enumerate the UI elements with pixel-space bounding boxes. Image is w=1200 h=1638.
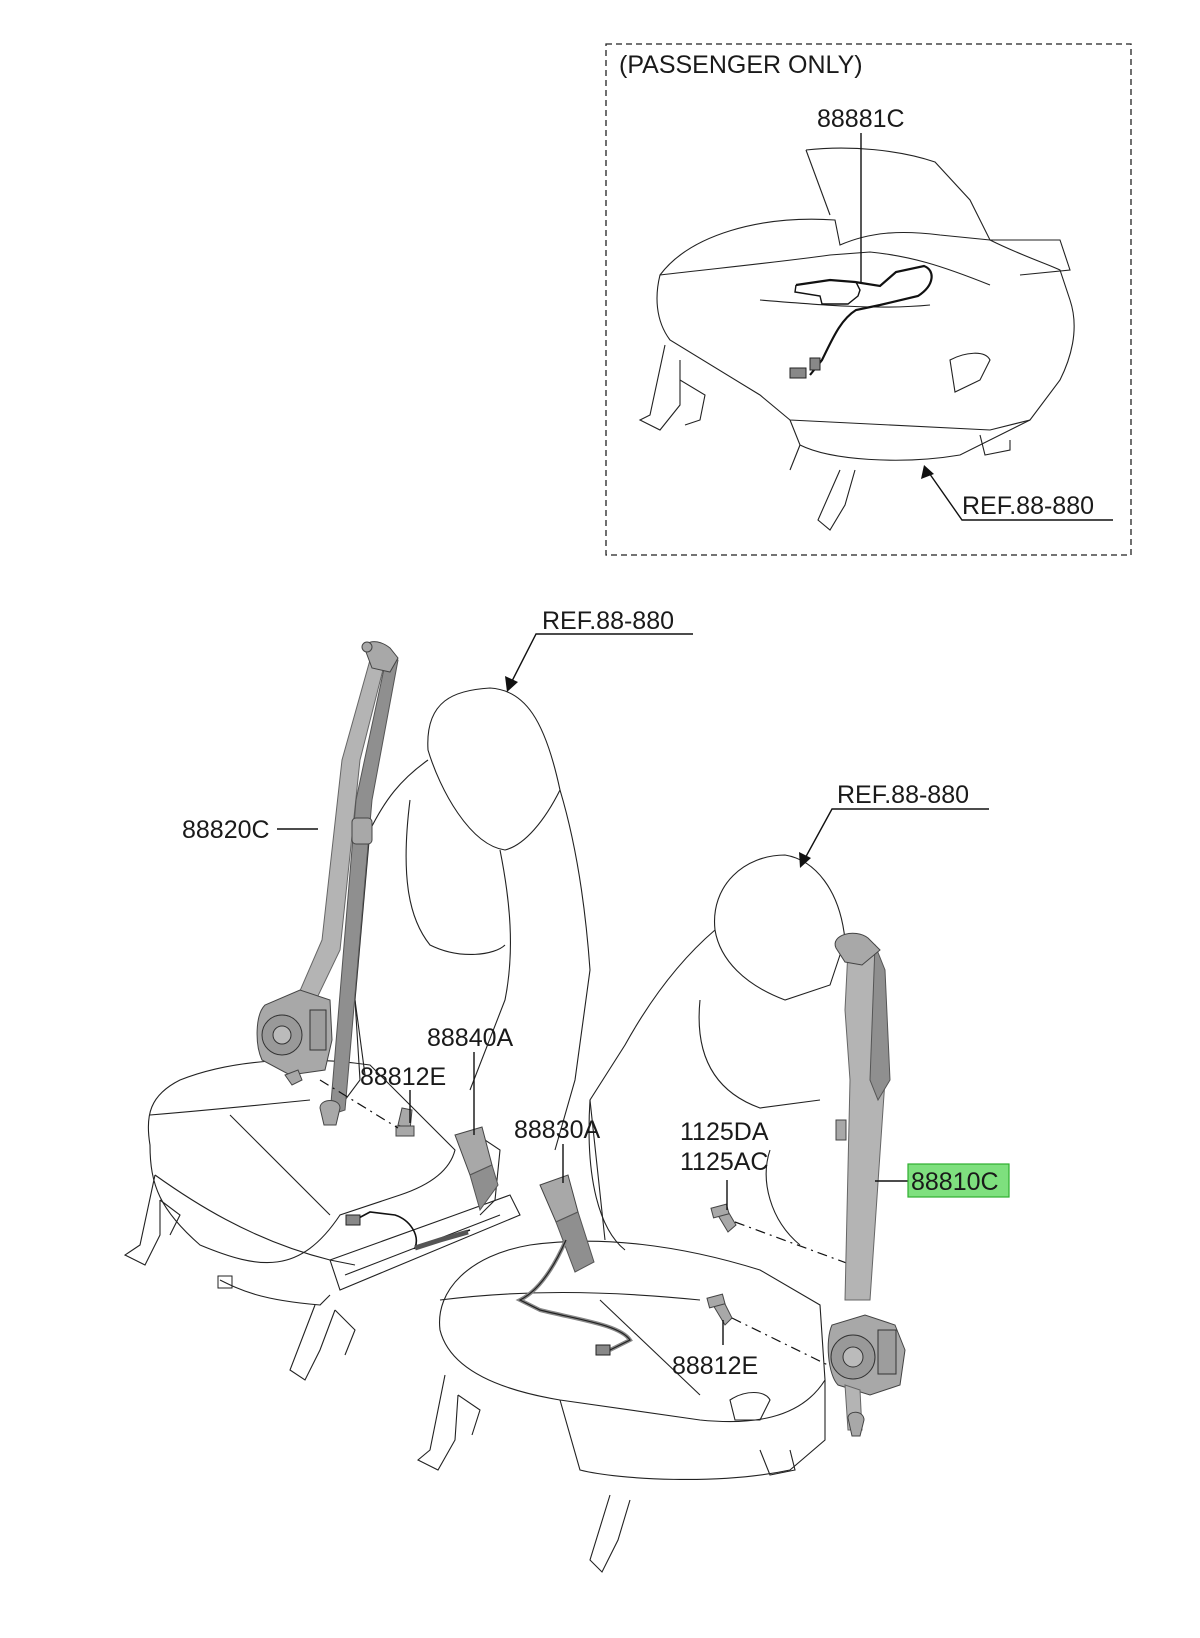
buckle-88840A [454, 1126, 499, 1212]
bolt-1125DA-1125AC [710, 1203, 737, 1233]
label-88810C[interactable]: 88810C [911, 1168, 999, 1196]
right-seat: 88830A 1125DA 1125AC 88812E [417, 854, 1010, 1573]
highlight-88810C [907, 1163, 1010, 1198]
label-88881C: 88881C [817, 105, 905, 133]
bolt-88812E-right [706, 1293, 733, 1326]
label-88820C: 88820C [182, 816, 270, 844]
label-ref-right: REF.88-880 [837, 781, 969, 809]
passenger-only-inset: (PASSENGER ONLY) 88881C [605, 43, 1132, 556]
label-88812E-right: 88812E [672, 1352, 758, 1380]
seat-belt-88820C [256, 641, 399, 1126]
label-ref-inset: REF.88-880 [962, 492, 1094, 520]
occupant-sensor-wire [789, 264, 933, 379]
label-88812E-left: 88812E [360, 1063, 446, 1091]
label-ref-left: REF.88-880 [542, 607, 674, 635]
left-seat: 88820C 88812E 88840A [123, 641, 591, 1381]
inset-seat-cushion [638, 147, 1075, 531]
seat-belt-88810C [827, 932, 906, 1437]
buckle-88830A [515, 1174, 633, 1356]
label-1125AC: 1125AC [680, 1148, 769, 1176]
inset-title: (PASSENGER ONLY) [619, 51, 863, 79]
label-88830A: 88830A [514, 1116, 601, 1144]
bolt-88812E-left [395, 1107, 415, 1137]
label-1125DA: 1125DA [680, 1118, 769, 1146]
label-88840A: 88840A [427, 1024, 514, 1052]
